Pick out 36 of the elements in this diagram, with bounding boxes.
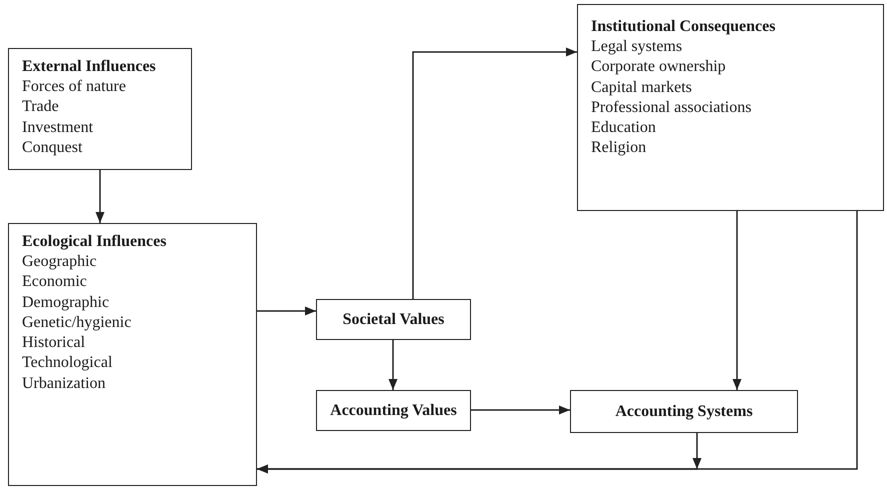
process-box — [316, 299, 471, 340]
process-box — [570, 390, 798, 433]
arrow — [388, 340, 398, 390]
list-item: Legal systems — [591, 37, 682, 57]
list-item: Religion — [591, 138, 646, 158]
process-box — [316, 390, 471, 431]
list-item: Genetic/hygienic — [22, 312, 132, 333]
box-heading: Institutional Consequences — [591, 17, 776, 37]
arrow — [257, 211, 858, 474]
list-item: Corporate ownership — [591, 57, 726, 78]
arrow — [732, 211, 742, 390]
list-item: Conquest — [22, 138, 82, 158]
arrow — [471, 406, 570, 414]
box-heading: Accounting Values — [330, 400, 457, 420]
list-item: Professional associations — [591, 98, 752, 118]
box-heading: Societal Values — [342, 310, 444, 330]
list-item: Capital markets — [591, 78, 692, 98]
list-item: Urbanization — [22, 374, 106, 394]
list-item: Geographic — [22, 252, 97, 272]
box-heading: External Influences — [22, 57, 156, 77]
process-box — [577, 4, 884, 211]
list-item: Education — [591, 118, 656, 138]
arrow — [257, 306, 316, 316]
list-item: Technological — [22, 353, 112, 374]
list-item: Historical — [22, 333, 86, 354]
arrow — [96, 170, 104, 223]
process-box — [8, 48, 192, 170]
list-item: Demographic — [22, 292, 110, 313]
process-box — [8, 223, 257, 486]
list-item: Economic — [22, 272, 87, 292]
list-item: Trade — [22, 97, 59, 118]
box-heading: Accounting Systems — [615, 402, 753, 422]
box-heading: Ecological Influences — [22, 232, 166, 252]
list-item: Investment — [22, 118, 94, 138]
arrow — [412, 48, 577, 299]
list-item: Forces of nature — [22, 77, 126, 97]
